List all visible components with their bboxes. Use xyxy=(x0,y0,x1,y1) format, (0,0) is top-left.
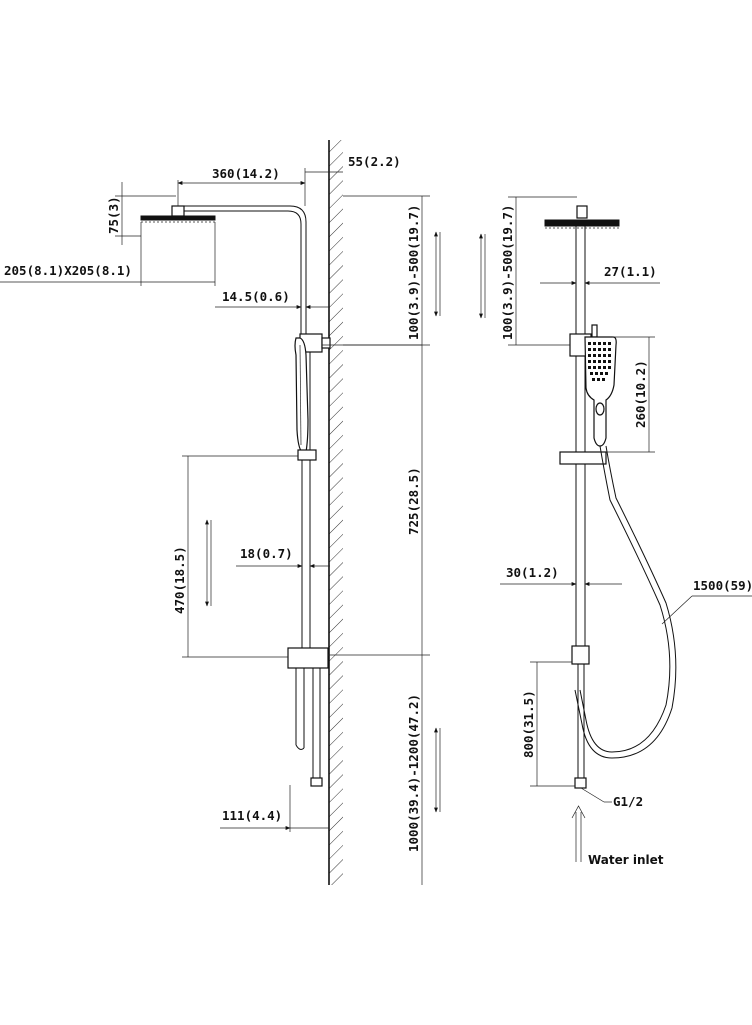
dim-lower-pipe-diameter: 30(1.2) xyxy=(500,565,622,586)
front-view: 100(3.9)-500(19.7) 27(1.1) 260(10.2) 30(… xyxy=(479,196,752,867)
svg-text:14.5(0.6): 14.5(0.6) xyxy=(222,289,290,304)
water-inlet-label: Water inlet xyxy=(588,853,664,867)
dim-thread: G1/2 xyxy=(580,787,643,809)
front-shower-head xyxy=(544,205,620,229)
svg-text:18(0.7): 18(0.7) xyxy=(240,546,293,561)
svg-text:725(28.5): 725(28.5) xyxy=(406,467,421,535)
svg-text:111(4.4): 111(4.4) xyxy=(222,808,282,823)
svg-text:470(18.5): 470(18.5) xyxy=(172,546,187,614)
dim-head-height: 75(3) xyxy=(106,182,176,245)
water-inlet-arrow: Water inlet xyxy=(571,805,664,867)
front-bracket-knob xyxy=(591,324,598,338)
hose xyxy=(574,445,677,759)
dim-slider-travel: 470(18.5) xyxy=(172,455,298,658)
svg-text:27(1.1): 27(1.1) xyxy=(604,264,657,279)
dim-arm-length: 360(14.2) xyxy=(177,166,306,206)
dim-bottom-offset: 111(4.4) xyxy=(220,785,329,832)
svg-text:205(8.1)X205(8.1): 205(8.1)X205(8.1) xyxy=(4,263,132,278)
front-hand-shower xyxy=(584,336,617,447)
wall xyxy=(328,140,343,885)
hand-shower xyxy=(294,337,309,453)
dim-wall-offset: 55(2.2) xyxy=(304,154,401,206)
front-slider xyxy=(559,451,607,465)
svg-text:360(14.2): 360(14.2) xyxy=(212,166,280,181)
slider xyxy=(297,449,317,461)
svg-text:G1/2: G1/2 xyxy=(613,794,643,809)
rain-shower-head xyxy=(140,205,216,223)
svg-text:260(10.2): 260(10.2) xyxy=(633,360,648,428)
svg-text:1500(59): 1500(59) xyxy=(693,578,752,593)
front-riser-pipe xyxy=(575,226,586,650)
dim-hose-length: 1500(59) xyxy=(661,578,752,625)
svg-text:30(1.2): 30(1.2) xyxy=(506,565,559,580)
dim-side-arm-adjust: 100(3.9)-500(19.7) xyxy=(479,196,577,346)
dim-arm-adjust: 100(3.9)-500(19.7) xyxy=(343,195,441,346)
shower-arm xyxy=(184,205,307,345)
dim-pipe-diameter: 27(1.1) xyxy=(540,264,660,285)
dim-head-size: 205(8.1)X205(8.1) xyxy=(0,222,216,286)
svg-text:100(3.9)-500(19.7): 100(3.9)-500(19.7) xyxy=(406,205,421,340)
dim-pipe-gap: 18(0.7) xyxy=(236,546,330,568)
svg-text:1000(39.4)-1200(47.2): 1000(39.4)-1200(47.2) xyxy=(406,694,421,852)
spray-face xyxy=(588,342,611,381)
svg-text:55(2.2): 55(2.2) xyxy=(348,154,401,169)
side-view: 55(2.2) 360(14.2) 75(3) 205(8.1)X205(8.1… xyxy=(0,140,441,885)
diverter-valve xyxy=(287,647,329,787)
front-inlet-connector xyxy=(571,645,590,789)
dim-mount-height: 1000(39.4)-1200(47.2) xyxy=(406,655,441,885)
svg-text:75(3): 75(3) xyxy=(106,196,121,234)
dim-arm-gap: 14.5(0.6) xyxy=(215,289,330,309)
dim-handset-length: 260(10.2) xyxy=(606,336,655,453)
svg-text:100(3.9)-500(19.7): 100(3.9)-500(19.7) xyxy=(500,205,515,340)
dim-inlet-height: 800(31.5) xyxy=(521,661,575,787)
svg-text:800(31.5): 800(31.5) xyxy=(521,690,536,758)
dim-bar-height: 725(28.5) xyxy=(322,344,430,656)
